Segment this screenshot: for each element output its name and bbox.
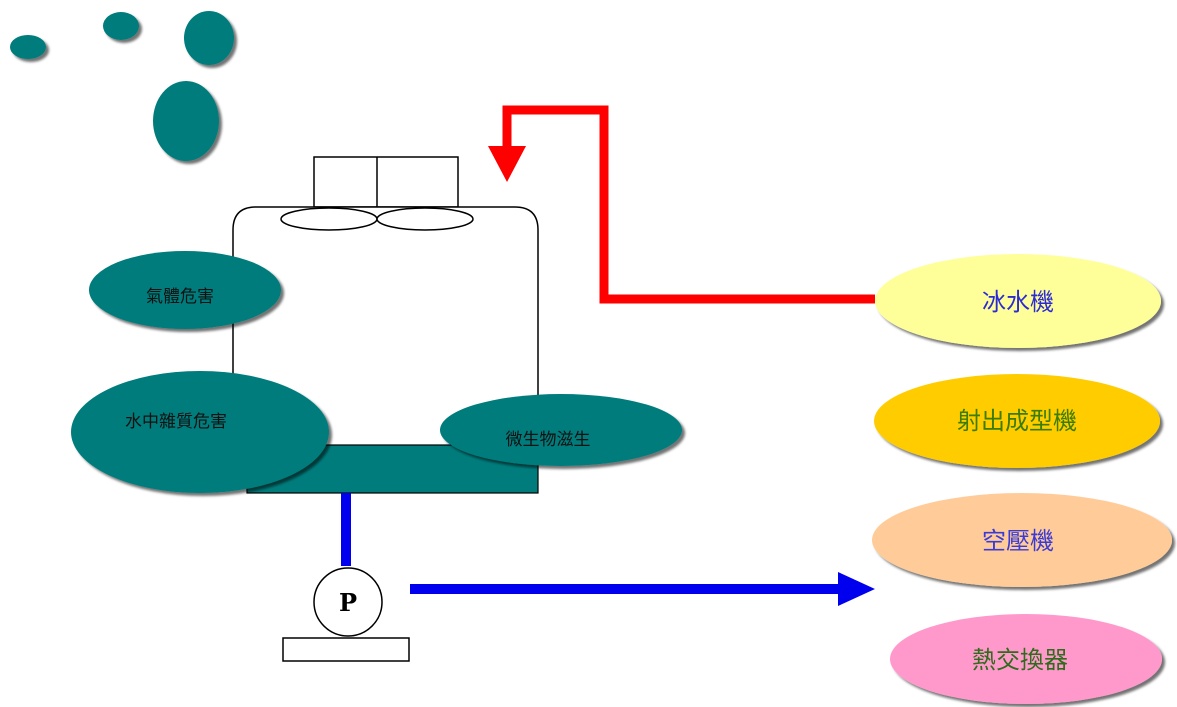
hazard-water-impurity-bubble: [71, 371, 329, 493]
machine-chiller-label: 冰水機: [982, 288, 1054, 316]
fan-blade-right: [376, 207, 474, 231]
hazard-microbe-label: 微生物滋生: [506, 430, 591, 450]
machine-chiller-bubble: [875, 254, 1161, 348]
vapor-droplet: [184, 11, 234, 65]
machine-air-compressor-bubble: [872, 493, 1172, 587]
machine-injection-molding-bubble: [874, 374, 1160, 468]
supply-pipe: [341, 493, 875, 606]
vapor-droplet: [10, 35, 46, 59]
hazard-gas: 氣體危害: [89, 251, 281, 329]
vapor-droplet: [103, 12, 139, 40]
machine-chiller: 冰水機: [875, 254, 1161, 348]
return-pipe-line: [502, 105, 875, 304]
hazard-microbe: 微生物滋生: [440, 394, 682, 466]
hazard-gas-label: 氣體危害: [146, 287, 214, 307]
hazard-water-impurity-label: 水中雜質危害: [125, 412, 227, 432]
fan-housing: [313, 156, 459, 208]
machine-heat-exchanger-bubble: [890, 614, 1162, 704]
machine-air-compressor-label: 空壓機: [982, 527, 1054, 555]
vapor-droplet: [153, 81, 219, 161]
return-pipe: [488, 105, 875, 304]
machine-air-compressor: 空壓機: [872, 493, 1172, 587]
pump-label: P: [339, 588, 357, 617]
cooling-tower: [232, 156, 539, 494]
machine-heat-exchanger-label: 熱交換器: [972, 646, 1068, 674]
hazard-water-impurity: 水中雜質危害: [71, 371, 329, 493]
supply-arrowhead: [838, 572, 875, 606]
machine-injection-molding-label: 射出成型機: [957, 407, 1077, 435]
tower-shell: [232, 206, 539, 445]
fan-blade-left: [280, 207, 378, 231]
pump-body: [313, 567, 383, 637]
pump: P: [282, 567, 410, 662]
pump-base: [282, 637, 410, 662]
hazard-gas-bubble: [89, 251, 281, 329]
vapor-droplets: [10, 11, 234, 161]
machine-injection-molding: 射出成型機: [874, 374, 1160, 468]
return-arrowhead: [488, 146, 526, 182]
machine-heat-exchanger: 熱交換器: [890, 614, 1162, 704]
hazard-microbe-bubble: [440, 394, 682, 466]
